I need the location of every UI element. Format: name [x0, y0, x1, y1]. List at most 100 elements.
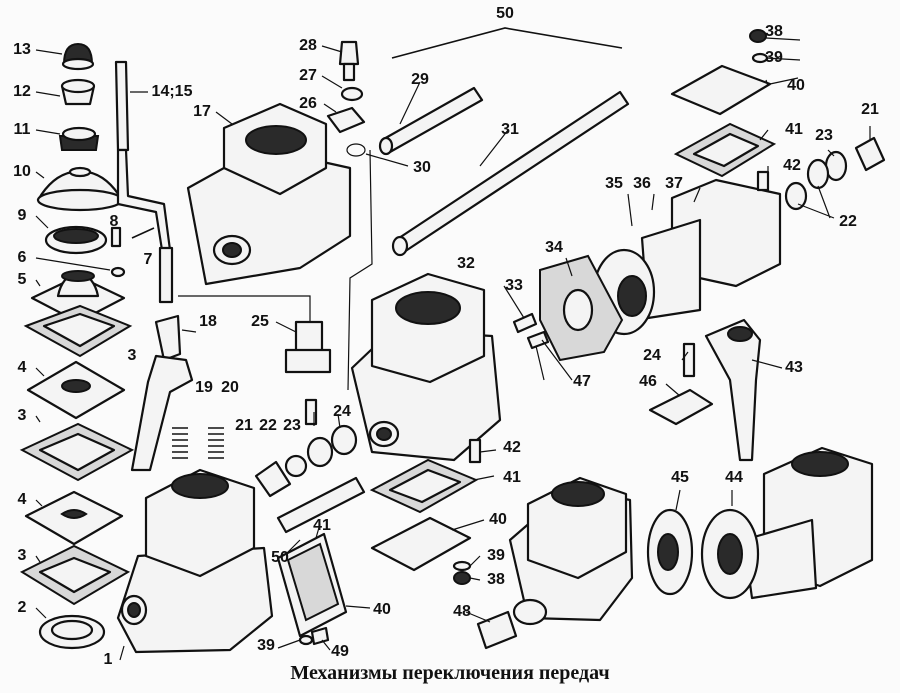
part-nut-37-top [749, 29, 767, 43]
callout-13: 13 [13, 41, 31, 58]
part-cover-39-top [670, 64, 772, 116]
callout-46: 47 [573, 373, 591, 390]
part-housing-31 [350, 272, 502, 462]
part-plate-4b [24, 490, 124, 546]
callout-20-right: 21 [861, 101, 879, 118]
callout-39-low: 40 [373, 601, 391, 618]
part-bolt-32 [512, 312, 538, 334]
callout-3a: 3 [17, 407, 27, 424]
callout-24: 25 [251, 313, 269, 330]
callout-10: 10 [13, 163, 31, 180]
part-nut-37-mid [453, 571, 471, 585]
callout-50: 50 [496, 5, 514, 22]
assembly-bracket-line [391, 27, 623, 59]
callout-49: 50 [271, 549, 289, 566]
callout-27: 28 [299, 37, 317, 54]
callout-25: 26 [299, 95, 317, 112]
part-housing-44 [508, 476, 694, 626]
callout-48: 49 [331, 643, 349, 660]
callout-36: 37 [665, 175, 683, 192]
callout-47: 48 [453, 603, 471, 620]
part-gasket-3a [23, 304, 133, 358]
part-pin-7 [131, 227, 155, 239]
callout-21-right: 22 [839, 213, 857, 230]
part-housing-36 [592, 178, 782, 336]
callout-38-low: 39 [257, 637, 275, 654]
callout-17: 18 [199, 313, 217, 330]
callout-14-15: 14;15 [151, 83, 193, 100]
part-bushing-12 [60, 78, 96, 106]
part-washer-22-left [306, 436, 334, 468]
callout-40-top: 41 [785, 121, 803, 138]
part-washer-21-left [284, 454, 308, 478]
callout-42: 43 [785, 359, 803, 376]
part-rod-30 [391, 90, 630, 257]
callout-39-mid: 40 [489, 511, 507, 528]
part-pin-47 [476, 610, 518, 650]
callout-11: 11 [13, 121, 31, 138]
callout-23-right: 24 [643, 347, 661, 364]
part-ring-29 [346, 143, 366, 157]
callout-30: 31 [501, 121, 519, 138]
part-washer-21b [784, 181, 808, 211]
callout-28: 29 [411, 71, 429, 88]
callout-32: 33 [505, 277, 523, 294]
callout-41-mid: 42 [503, 439, 521, 456]
callout-4b: 4 [17, 491, 27, 508]
callout-4a: 4 [17, 359, 27, 376]
part-gasket-40-mid [369, 458, 479, 514]
callout-23-left: 24 [333, 403, 351, 420]
part-pin-41-top [756, 170, 770, 192]
part-pin-46 [526, 330, 550, 350]
part-cover-39-low [276, 532, 348, 638]
callout-8: 8 [109, 213, 119, 230]
part-boot-10 [36, 166, 124, 212]
part-bolt-23-right [682, 342, 696, 378]
part-plug-20-left [254, 460, 292, 498]
part-washer-26 [340, 86, 364, 102]
callout-3c: 3 [127, 347, 137, 364]
part-screw-48 [310, 626, 330, 646]
callout-7: 7 [143, 251, 153, 268]
callout-18: 19 [195, 379, 213, 396]
part-pin-8 [110, 226, 122, 248]
callout-26: 27 [299, 67, 317, 84]
callout-34: 35 [605, 175, 623, 192]
part-gasket-33 [539, 254, 624, 362]
part-lever-17 [130, 314, 194, 472]
part-cap-13 [61, 42, 95, 71]
part-lever-42 [704, 318, 762, 462]
callout-33: 34 [545, 239, 563, 256]
callout-44: 45 [671, 469, 689, 486]
part-plate-25 [326, 106, 366, 134]
callout-40-low: 41 [313, 517, 331, 534]
callout-37-mid: 38 [487, 571, 505, 588]
callout-35: 36 [633, 175, 651, 192]
diagram-caption: Механизмы переключения передач [290, 662, 610, 684]
part-gasket-3c [19, 544, 131, 606]
callout-6: 6 [17, 249, 27, 266]
callout-40-mid: 41 [503, 469, 521, 486]
callout-39-top: 40 [787, 77, 805, 94]
part-cover-39-mid [370, 516, 472, 572]
part-springs-18-19 [172, 427, 224, 459]
callout-2: 2 [17, 599, 27, 616]
part-plate-4a [26, 360, 126, 420]
part-ring-2 [38, 614, 106, 650]
part-plate-45 [648, 388, 714, 426]
callout-3b: 3 [17, 547, 27, 564]
part-gasket-40-top [673, 122, 777, 178]
part-rod-49 [276, 476, 366, 534]
part-housing-43 [700, 446, 874, 600]
part-boot-5 [30, 270, 126, 324]
callout-21-left: 22 [259, 417, 277, 434]
callout-37-top: 38 [765, 23, 783, 40]
part-pin-41-mid [468, 438, 482, 464]
callout-38-top: 39 [765, 49, 783, 66]
part-sensor-27 [338, 40, 360, 82]
part-plug-20 [854, 136, 886, 172]
callout-22-right: 23 [815, 127, 833, 144]
part-shift-lever-14-15 [114, 60, 174, 304]
